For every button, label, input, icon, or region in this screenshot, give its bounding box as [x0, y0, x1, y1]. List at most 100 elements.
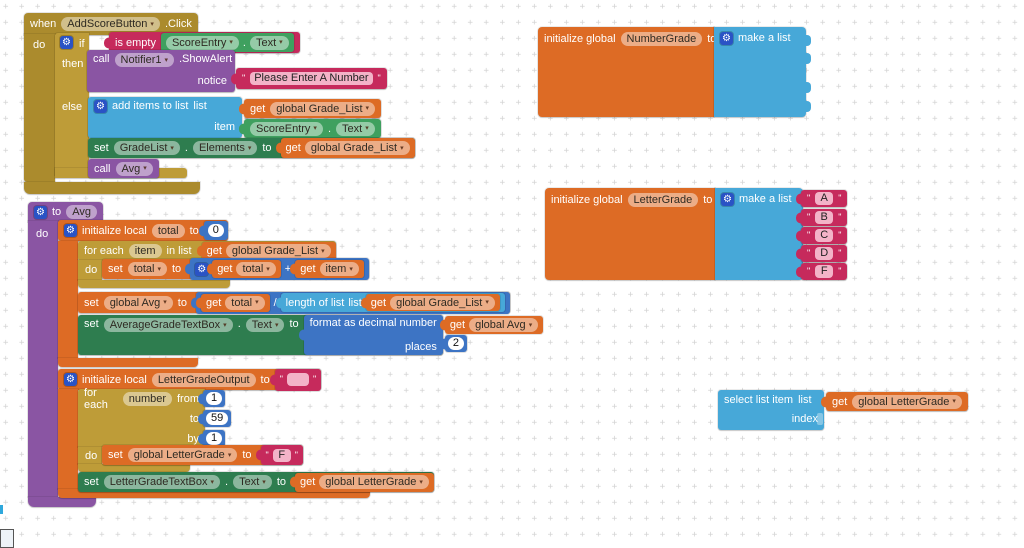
get-global-gradelist-block[interactable]: get global Grade_List▾ — [365, 294, 500, 311]
number-value[interactable]: 59 — [206, 412, 229, 425]
is-empty-block[interactable]: is empty ScoreEntry▾ . Text▾ — [109, 32, 300, 53]
event-component-dropdown[interactable]: AddScoreButton▾ — [61, 17, 160, 31]
length-of-list-block[interactable]: length of list list get global Grade_Lis… — [280, 293, 505, 312]
component-dropdown[interactable]: GradeList▾ — [113, 141, 180, 155]
local-name-field[interactable]: total — [151, 223, 185, 238]
property-dropdown[interactable]: Text▾ — [249, 35, 289, 50]
notifier-dropdown[interactable]: Notifier1▾ — [114, 53, 174, 67]
property-dropdown[interactable]: Text▾ — [245, 318, 285, 332]
for-each-number-block[interactable]: for each number from to by 1 59 1 — [78, 387, 232, 447]
make-a-list-block[interactable]: ⚙ make a list — [715, 188, 803, 280]
call-avg-block[interactable]: call Avg▾ — [88, 159, 159, 178]
variable-dropdown[interactable]: global Avg▾ — [103, 295, 173, 310]
number-block[interactable]: 59 — [203, 410, 232, 427]
get-item-block[interactable]: get item▾ — [295, 260, 364, 278]
variable-dropdown[interactable]: global Grade_List▾ — [304, 141, 410, 155]
make-a-list-block[interactable]: ⚙ make a list — [714, 27, 811, 117]
init-global-body[interactable] — [538, 27, 714, 117]
letter-string-block[interactable]: "B" — [801, 209, 848, 226]
number-value[interactable]: 0 — [207, 224, 224, 237]
number-value[interactable]: 2 — [447, 337, 464, 350]
string-value[interactable] — [286, 373, 309, 386]
get-total-block[interactable]: get total▾ — [212, 260, 281, 278]
mutator-gear-icon[interactable]: ⚙ — [60, 36, 73, 49]
scoreentry-text-getter[interactable]: ScoreEntry▾ . Text▾ — [160, 33, 294, 52]
set-averagegradetextbox-text-block[interactable]: set AverageGradeTextBox▾ . Text▾ to form… — [78, 315, 544, 355]
init-local-lettergradeoutput-block[interactable]: ⚙ initialize local LetterGradeOutput to … — [58, 368, 322, 391]
set-lettergradetextbox-text-block[interactable]: set LetterGradeTextBox▾ . Text▾ to get g… — [78, 472, 434, 492]
mutator-gear-icon[interactable]: ⚙ — [94, 100, 107, 113]
math-divide-block[interactable]: get total▾ / length of list list get glo… — [195, 291, 510, 314]
component-dropdown[interactable]: AverageGradeTextBox▾ — [103, 318, 233, 332]
mutator-gear-icon[interactable]: ⚙ — [34, 205, 47, 219]
mutator-gear-icon[interactable]: ⚙ — [64, 224, 77, 237]
procedure-header[interactable]: ⚙ to Avg — [28, 202, 103, 222]
component-dropdown[interactable]: ScoreEntry▾ — [165, 35, 239, 50]
procedure-name-field[interactable]: Avg — [66, 205, 97, 219]
component-dropdown[interactable]: ScoreEntry▾ — [250, 121, 323, 136]
number-value[interactable]: 1 — [206, 432, 223, 445]
letter-value[interactable]: C — [815, 229, 834, 242]
init-global-body[interactable] — [545, 188, 715, 280]
property-dropdown[interactable]: Elements▾ — [192, 141, 258, 155]
variable-dropdown[interactable]: item▾ — [319, 262, 359, 276]
property-dropdown[interactable]: Text▾ — [233, 475, 272, 489]
variable-dropdown[interactable]: total▾ — [127, 262, 167, 276]
variable-dropdown[interactable]: global LetterGrade▾ — [852, 394, 962, 409]
letter-string-block[interactable]: "F" — [801, 263, 848, 280]
variable-dropdown[interactable]: global LetterGrade▾ — [319, 475, 429, 489]
local-name-field[interactable]: LetterGradeOutput — [151, 372, 256, 387]
loop-var-field[interactable]: item — [128, 244, 162, 258]
component-dropdown[interactable]: LetterGradeTextBox▾ — [103, 475, 221, 489]
variable-dropdown[interactable]: global Avg▾ — [469, 318, 539, 332]
set-total-block[interactable]: set total▾ to ⚙ get total▾ + get item▾ — [102, 258, 369, 280]
if-block-spine[interactable] — [55, 33, 89, 175]
set-global-lettergrade-block[interactable]: set global LetterGrade▾ to " F " — [102, 445, 303, 465]
get-global-gradelist-block[interactable]: get global Grade_List▾ — [280, 138, 415, 158]
get-global-lettergrade-block[interactable]: get global LetterGrade▾ — [295, 472, 434, 492]
variable-dropdown[interactable]: total▾ — [236, 262, 276, 276]
number-block[interactable]: 1 — [203, 430, 226, 447]
variable-dropdown[interactable]: global Grade_List▾ — [225, 244, 331, 258]
set-global-avg-block[interactable]: set global Avg▾ to get total▾ / length o… — [78, 291, 510, 314]
init-local-total-block[interactable]: ⚙ initialize local total to 0 — [58, 220, 228, 241]
empty-string-block[interactable]: " " — [274, 368, 322, 391]
for-each-item-block[interactable]: for each item in list get global Grade_L… — [78, 241, 336, 261]
variable-name-field[interactable]: LetterGrade — [627, 193, 699, 207]
letter-string-block[interactable]: "A" — [801, 190, 848, 207]
mutator-gear-icon[interactable]: ⚙ — [721, 192, 734, 206]
get-global-gradelist-block[interactable]: get global Grade_List▾ — [244, 99, 382, 118]
math-add-block[interactable]: ⚙ get total▾ + get item▾ — [190, 258, 369, 280]
get-global-avg-block[interactable]: get global Avg▾ — [444, 316, 544, 334]
variable-dropdown[interactable]: global Grade_List▾ — [390, 295, 495, 310]
f-string-block[interactable]: " F " — [260, 445, 303, 465]
format-decimal-block[interactable]: format as decimal number places get glob… — [303, 315, 544, 355]
variable-dropdown[interactable]: total▾ — [225, 295, 265, 310]
number-block[interactable]: 0 — [203, 221, 228, 240]
number-value[interactable]: 1 — [206, 392, 223, 405]
letter-value[interactable]: A — [815, 192, 834, 205]
loop-var-field[interactable]: number — [122, 392, 172, 406]
get-global-lettergrade-block[interactable]: get global LetterGrade▾ — [826, 392, 968, 411]
property-dropdown[interactable]: Text▾ — [336, 121, 375, 136]
alert-text-string-block[interactable]: " Please Enter A Number " — [236, 68, 387, 89]
select-list-item-body[interactable]: select list item list index — [718, 390, 824, 430]
mutator-gear-icon[interactable]: ⚙ — [720, 31, 733, 45]
procedure-dropdown[interactable]: Avg▾ — [115, 161, 153, 176]
mutator-gear-icon[interactable]: ⚙ — [64, 373, 77, 386]
string-value[interactable]: F — [272, 448, 291, 462]
when-header[interactable]: when AddScoreButton▾ .Click — [24, 13, 198, 35]
letter-string-block[interactable]: "C" — [801, 227, 848, 244]
variable-dropdown[interactable]: global LetterGrade▾ — [127, 448, 238, 462]
variable-name-field[interactable]: NumberGrade — [620, 32, 703, 46]
mutator-gear-icon[interactable]: ⚙ — [195, 262, 209, 276]
letter-value[interactable]: D — [815, 247, 834, 260]
letter-string-block[interactable]: "D" — [801, 245, 848, 262]
letter-value[interactable]: F — [815, 265, 834, 278]
number-block[interactable]: 2 — [444, 335, 467, 352]
add-items-to-list-block[interactable]: ⚙ add items to list list item — [88, 97, 242, 138]
scoreentry-text-getter[interactable]: ScoreEntry▾ . Text▾ — [244, 119, 381, 138]
set-gradelist-elements-block[interactable]: set GradeList▾ . Elements▾ to get global… — [88, 138, 415, 158]
variable-dropdown[interactable]: global Grade_List▾ — [270, 101, 376, 116]
